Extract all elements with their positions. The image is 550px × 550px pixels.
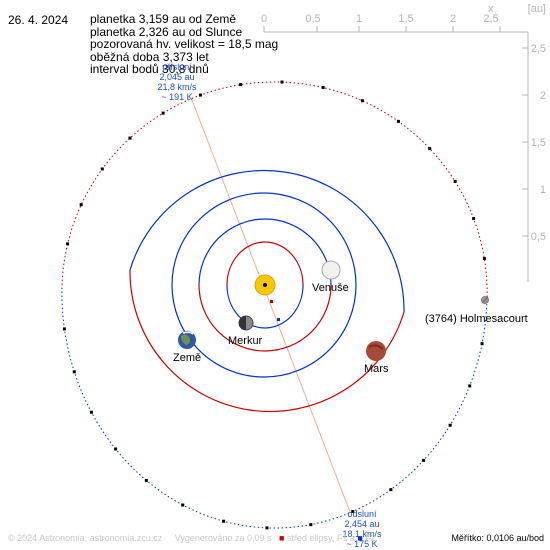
mars-icon	[366, 341, 386, 361]
scale-label: Měřítko: 0,0106 au/bod	[451, 533, 544, 543]
info-interval: interval bodů 30,8 dnů	[90, 62, 209, 77]
orbit-point	[389, 488, 393, 492]
orbit-point	[480, 342, 484, 346]
generated-time: Vygenerováno za 0,09 s	[174, 533, 272, 543]
focus-f2-marker	[277, 318, 280, 321]
perihelion-title: přísluní	[162, 62, 192, 72]
focus-marker-icon: ■	[357, 533, 363, 543]
orbit-point	[222, 519, 226, 523]
orbit-point	[360, 99, 364, 103]
info-period: oběžná doba 3,373 let	[90, 49, 209, 64]
info-distance-sun: planetka 2,326 au od Slunce	[90, 24, 243, 39]
x-axis-label: x	[488, 3, 494, 15]
unit-label: [au]	[528, 3, 546, 15]
aphelion-title: odsluní	[347, 509, 377, 519]
axis-labels: 0 0,5 1 1,5 2 2,5 x [au] 2,5 2 1,5 1 0,5	[261, 3, 546, 243]
center-marker-icon: ■	[278, 533, 285, 543]
orbit-point	[309, 523, 313, 527]
legend-f1: F1 a	[336, 533, 355, 543]
x-tick-label: 0,5	[305, 13, 320, 25]
perihelion-temp: ~ 191 K	[161, 92, 192, 102]
x-tick-label: 1	[356, 13, 362, 25]
orbit-point	[239, 83, 243, 87]
mercury-orbit-upper	[226, 241, 304, 286]
orbit-point	[472, 217, 476, 221]
orbit-point	[422, 458, 426, 462]
y-tick-label: 2,5	[531, 43, 546, 55]
info-distance-earth: planetka 3,159 au od Země	[90, 12, 237, 26]
y-tick-label: 1	[540, 184, 546, 196]
mercury-label: Merkur	[228, 335, 263, 347]
asteroid-icon	[481, 296, 489, 304]
mars-label: Mars	[364, 363, 389, 375]
orbit-point	[351, 510, 355, 514]
asteroid-label: (3764) Holmesacourt	[425, 313, 528, 325]
orbit-point	[62, 327, 66, 331]
perihelion-distance: 2,045 au	[159, 72, 194, 82]
orbit-point	[448, 423, 452, 427]
orbit-point	[128, 136, 132, 140]
orbit-point	[265, 526, 269, 530]
copyright-text: © 2024 Astronomia, astronomia.zcu.cz	[8, 533, 163, 543]
date-label: 26. 4. 2024	[8, 13, 69, 27]
aphelion-speed: 18,1 km/s	[342, 529, 382, 539]
legend-f2: F2	[365, 533, 376, 543]
mars-orbit-lower	[129, 269, 405, 413]
y-tick-label: 1,5	[531, 137, 546, 149]
footer: © 2024 Astronomia, astronomia.zcu.cz Vyg…	[8, 533, 376, 543]
orbit-point	[161, 111, 165, 115]
earth-label: Země	[173, 352, 201, 364]
x-tick-label: 1,5	[398, 13, 413, 25]
earth-orbit	[171, 192, 357, 378]
orbit-point	[181, 503, 185, 507]
orbit-point	[482, 257, 486, 261]
y-tick-label: 0,5	[531, 231, 546, 243]
orbit-point	[428, 147, 432, 151]
orbit-point	[72, 370, 76, 374]
info-magnitude: pozorovaná hv. velikost = 18,5 mag	[90, 37, 279, 52]
orbit-point	[468, 384, 472, 388]
ellipse-center-marker	[270, 300, 273, 303]
asteroid-orbit-points	[62, 80, 486, 530]
orbit-point	[280, 80, 284, 84]
orbit-point	[66, 242, 70, 246]
x-tick-label: 2,5	[483, 13, 498, 25]
venus-icon	[321, 260, 341, 280]
orbit-point	[79, 203, 83, 207]
mars-orbit-upper	[129, 169, 405, 313]
legend-center: střed elipsy,	[286, 533, 335, 543]
aphelion-distance: 2,454 au	[344, 519, 379, 529]
asteroid-orbit-lower	[61, 284, 488, 529]
asteroid-orbit-upper	[61, 81, 488, 301]
info-panel: planetka 3,159 au od Země planetka 2,326…	[90, 13, 278, 76]
perihelion-annotation: přísluní 2,045 au 21,8 km/s ~ 191 K	[157, 62, 197, 102]
orbit-point	[89, 410, 93, 414]
venus-label: Venuše	[312, 282, 349, 294]
orbit-point	[144, 478, 148, 482]
aphelion-annotation: odsluní 2,454 au 18,1 km/s ~ 175 K	[342, 509, 382, 549]
perihelion-speed: 21,8 km/s	[157, 82, 197, 92]
y-tick-label: 2	[540, 90, 546, 102]
orbit-point	[396, 119, 400, 123]
orbit-point	[100, 167, 104, 171]
apsides-line	[191, 99, 351, 513]
orbit-point	[321, 85, 325, 89]
orbit-point	[453, 179, 457, 183]
venus-orbit-upper	[198, 218, 332, 286]
x-tick-label: 0	[261, 13, 267, 25]
orbit-point	[114, 447, 118, 451]
aphelion-temp: ~ 175 K	[346, 539, 377, 549]
mercury-orbit-lower	[226, 284, 304, 329]
orbit-point	[198, 93, 202, 97]
axes	[263, 26, 529, 282]
x-tick-label: 2	[450, 13, 456, 25]
venus-orbit-lower	[198, 284, 332, 352]
